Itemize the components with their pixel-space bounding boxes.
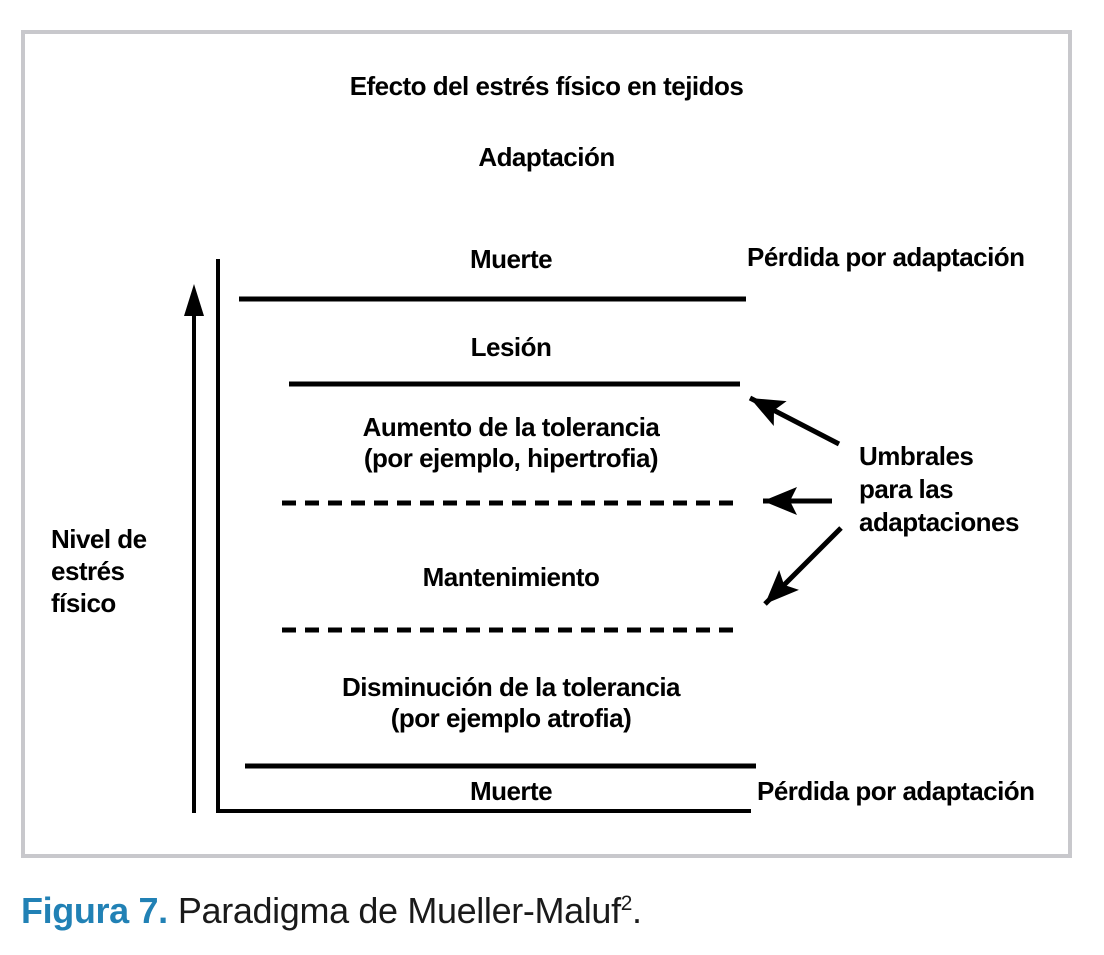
zone-aumento-line2: (por ejemplo, hipertrofia) [363,443,659,473]
caption-text: Paradigma de Mueller-Maluf [177,890,621,931]
figure-caption: Figura 7.Paradigma de Mueller-Maluf2. [21,889,642,933]
umbrales-line3: adaptaciones [859,507,1019,537]
y-axis-label: Nivel de estrés físico [51,523,147,619]
zone-mantenimiento: Mantenimiento [422,562,600,592]
zone-aumento: Aumento de la tolerancia (por ejemplo, h… [231,412,791,474]
perdida-label-top: Pérdida por adaptación [747,242,1025,272]
adaptation-label: Adaptación [478,142,615,172]
zone-disminucion-line2: (por ejemplo atrofia) [390,703,632,733]
caption-reference-superscript: 2 [620,892,633,915]
umbrales-label: Umbrales para las adaptaciones [859,440,1019,539]
y-axis-label-line3: físico [51,588,116,618]
figure-title: Efecto del estrés físico en tejidos [349,71,744,101]
zone-lesion: Lesión [470,332,552,362]
figure-frame: Efecto del estrés físico en tejidos Adap… [21,30,1072,858]
y-axis-label-line2: estrés [51,556,125,586]
figure-canvas: Efecto del estrés físico en tejidos Adap… [25,34,1068,854]
perdida-label-bottom: Pérdida por adaptación [757,776,1035,806]
caption-period: . [631,890,642,931]
zone-disminucion: Disminución de la tolerancia (por ejempl… [231,672,791,734]
zone-muerte-bottom: Muerte [469,776,553,806]
stress-arrow-head [184,284,204,316]
zone-disminucion-line1: Disminución de la tolerancia [342,672,681,702]
umbrales-line2: para las [859,474,954,504]
caption-number: Figura 7. [21,890,168,931]
umbrales-line1: Umbrales [859,441,974,471]
umbral-arrow-lower [763,526,843,606]
y-axis-label-line1: Nivel de [51,524,147,554]
zone-aumento-line1: Aumento de la tolerancia [362,412,660,442]
diagram-graphics [184,259,843,813]
axis-lines [216,259,751,813]
zone-muerte-top: Muerte [469,244,553,274]
umbral-arrow-upper [748,395,841,447]
